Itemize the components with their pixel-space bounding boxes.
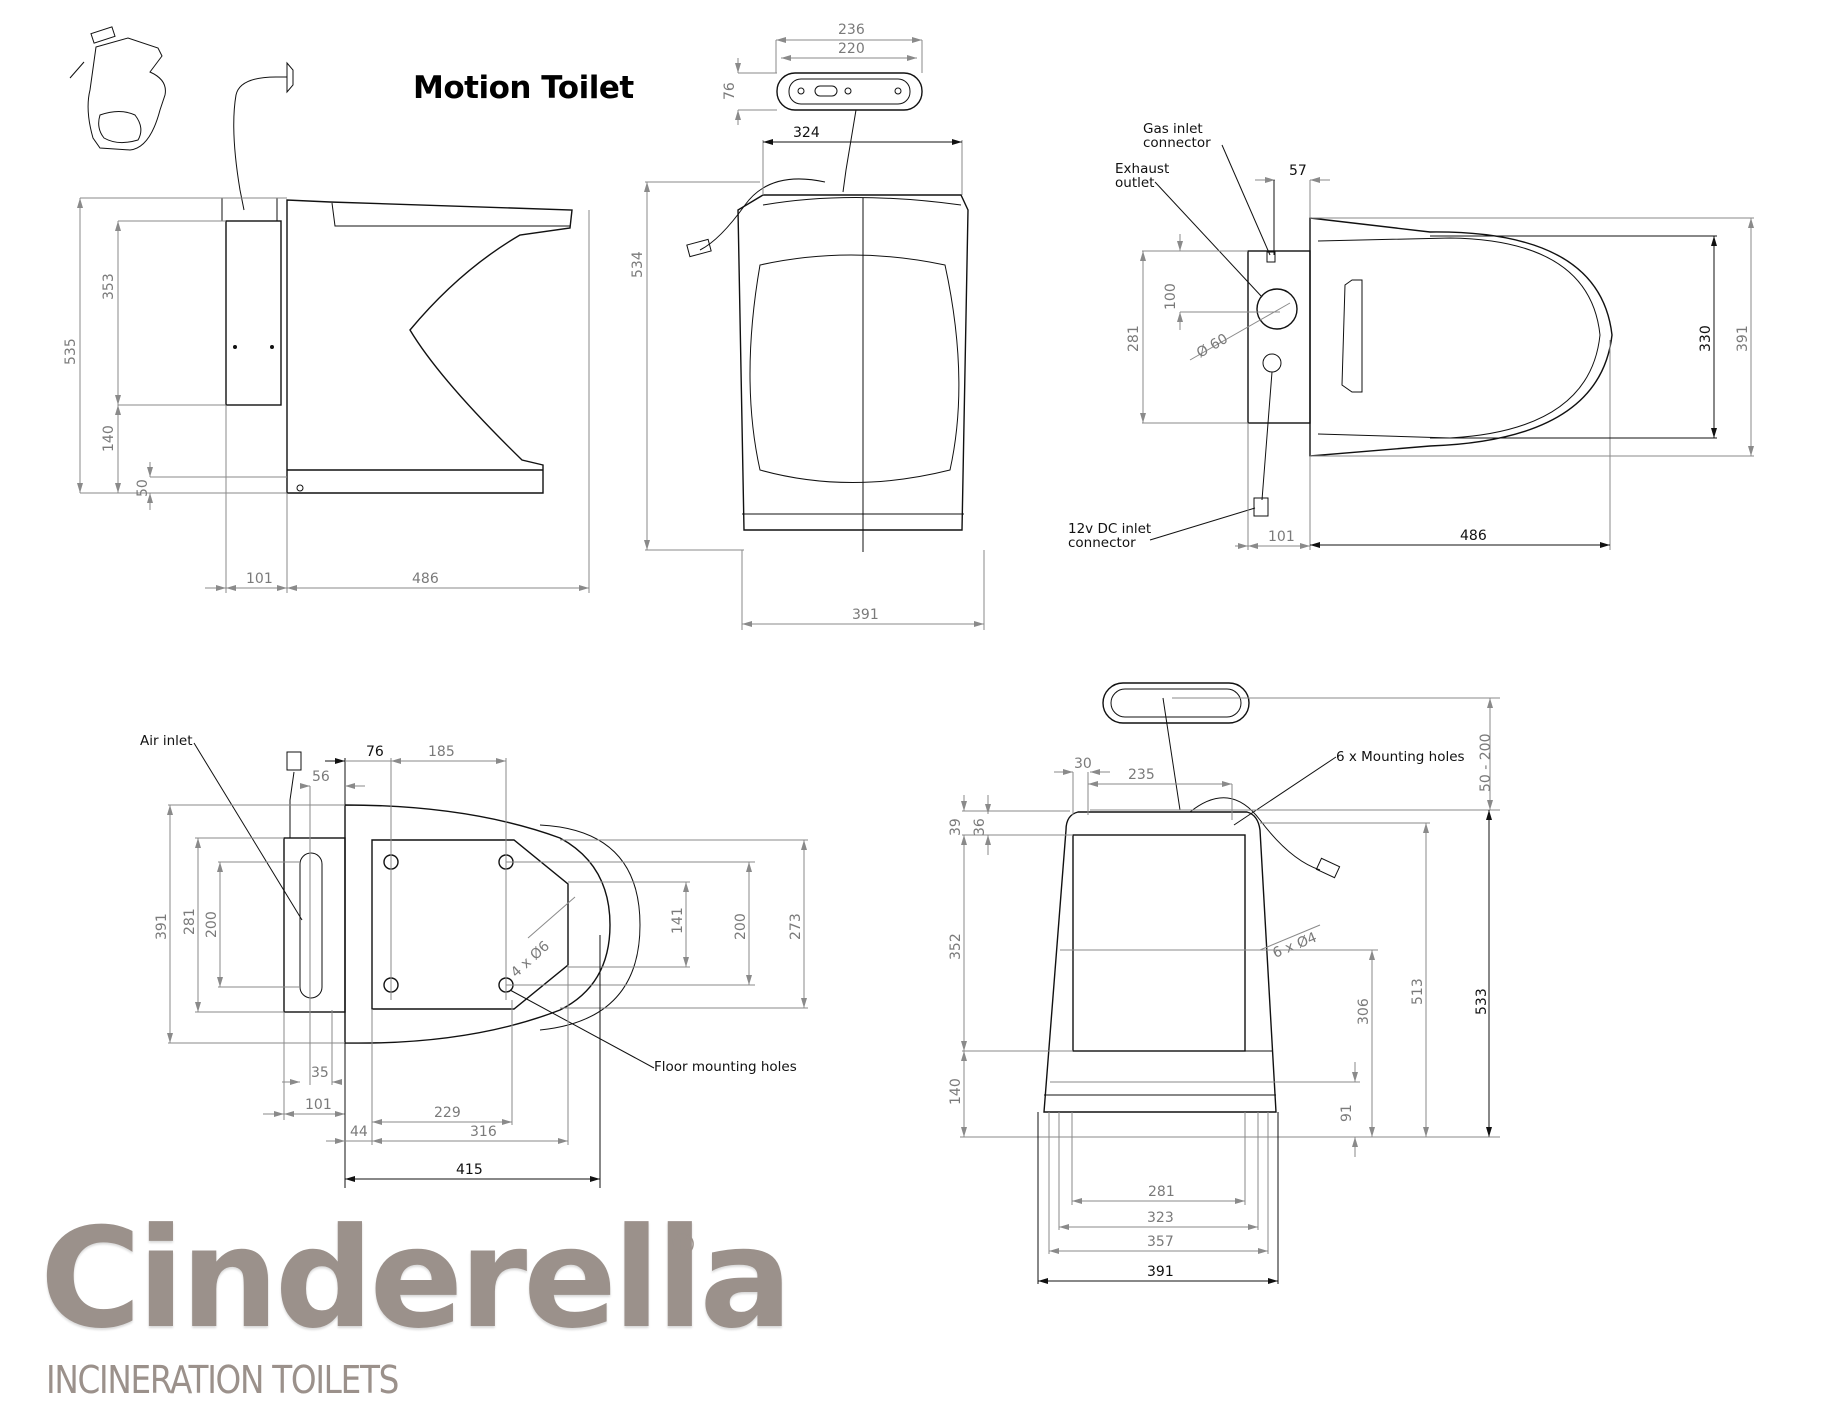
label-floor-holes: Floor mounting holes	[654, 1059, 797, 1075]
dim-rear-panel-range: 50 - 200	[1478, 734, 1494, 793]
dim-rear-gas-offset: 30	[1074, 756, 1092, 772]
dim-side-rear-depth: 101	[246, 571, 273, 587]
dim-front-panel-outer: 236	[838, 22, 865, 38]
dim-rear-width-281: 281	[1148, 1184, 1175, 1200]
dim-side-floor-gap: 50	[135, 479, 151, 497]
dim-bottom-front-flat: 141	[670, 907, 686, 934]
wall-panel-side	[233, 61, 294, 211]
dim-rear-box-height: 352	[948, 933, 964, 960]
dim-rear-overall-width: 391	[1147, 1264, 1174, 1280]
dim-rear-top-lip-inner: 36	[972, 818, 988, 836]
dim-bottom-slot-width: 35	[311, 1065, 329, 1081]
dim-bottom-hole-diameter: 4 x Ø6	[508, 938, 553, 981]
dim-front-base-width: 391	[852, 607, 879, 623]
dim-rear-hole-diameter: 6 x Ø4	[1271, 930, 1320, 962]
dim-bottom-plate-to-hole: 229	[434, 1105, 461, 1121]
dim-top-box-width: 281	[1126, 325, 1142, 352]
label-mounting-holes: 6 x Mounting holes	[1336, 749, 1465, 765]
dim-top-exhaust-diameter: Ø 60	[1194, 331, 1231, 362]
dim-rear-hole-spacing-top: 235	[1128, 767, 1155, 783]
dim-bottom-front-width: 273	[788, 913, 804, 940]
front-view: 236 220 76 324 534 391	[630, 22, 985, 630]
brand-logo: Cinderella	[40, 1198, 793, 1359]
dim-side-body-depth: 486	[412, 571, 439, 587]
rear-view: 6 x Mounting holes 50 - 200 30 235 39 36…	[948, 682, 1500, 1284]
dim-bottom-box-width: 281	[182, 908, 198, 935]
dim-rear-overall-height: 533	[1474, 988, 1490, 1015]
dim-front-top-width: 324	[793, 125, 820, 141]
dim-side-base-height: 140	[101, 425, 117, 452]
dim-side-box-height: 353	[101, 273, 117, 300]
brand-tagline: INCINERATION TOILETS	[46, 1358, 399, 1402]
dim-top-body-depth: 486	[1460, 528, 1487, 544]
isometric-thumbnail	[69, 26, 166, 151]
dim-rear-hole-height-top: 513	[1410, 978, 1426, 1005]
dim-bottom-rear-depth: 101	[305, 1097, 332, 1113]
dim-bottom-plate-length: 316	[470, 1124, 497, 1140]
dim-bottom-hole-offset-x: 76	[366, 744, 384, 760]
dim-rear-width-357: 357	[1147, 1234, 1174, 1250]
side-view: 535 353 140 50 101 486	[63, 197, 590, 593]
dim-top-overall-width: 391	[1735, 325, 1751, 352]
dim-bottom-overall-width: 391	[154, 913, 170, 940]
dim-front-panel-height: 76	[722, 82, 738, 100]
dim-rear-hole-height-low: 91	[1339, 1104, 1355, 1122]
dim-bottom-slot-length: 200	[204, 911, 220, 938]
dim-bottom-plate-offset: 44	[350, 1124, 368, 1140]
dim-top-rear-depth: 101	[1268, 529, 1295, 545]
dim-top-seat-width: 330	[1698, 325, 1714, 352]
dim-front-panel-inner: 220	[838, 41, 865, 57]
dim-bottom-air-slot-offset: 56	[312, 769, 330, 785]
dim-front-height: 534	[630, 251, 646, 278]
dim-rear-base-height: 140	[948, 1078, 964, 1105]
label-air-inlet: Air inlet	[140, 733, 192, 749]
dim-side-overall-height: 535	[63, 338, 79, 365]
dim-top-gas-offset: 57	[1289, 163, 1307, 179]
bottom-view: Air inlet Floor mounting holes 76 185 56…	[140, 733, 808, 1188]
dim-top-exhaust-offset: 100	[1163, 283, 1179, 310]
dim-bottom-hole-spacing-x: 185	[428, 744, 455, 760]
dim-bottom-hole-spacing-y: 200	[733, 913, 749, 940]
document-title: Motion Toilet	[413, 70, 634, 106]
registered-mark: ®	[668, 1228, 698, 1263]
dim-rear-width-323: 323	[1147, 1210, 1174, 1226]
dim-rear-hole-height-mid: 306	[1356, 998, 1372, 1025]
dim-rear-top-lip: 39	[948, 818, 964, 836]
dim-bottom-overall-depth: 415	[456, 1162, 483, 1178]
